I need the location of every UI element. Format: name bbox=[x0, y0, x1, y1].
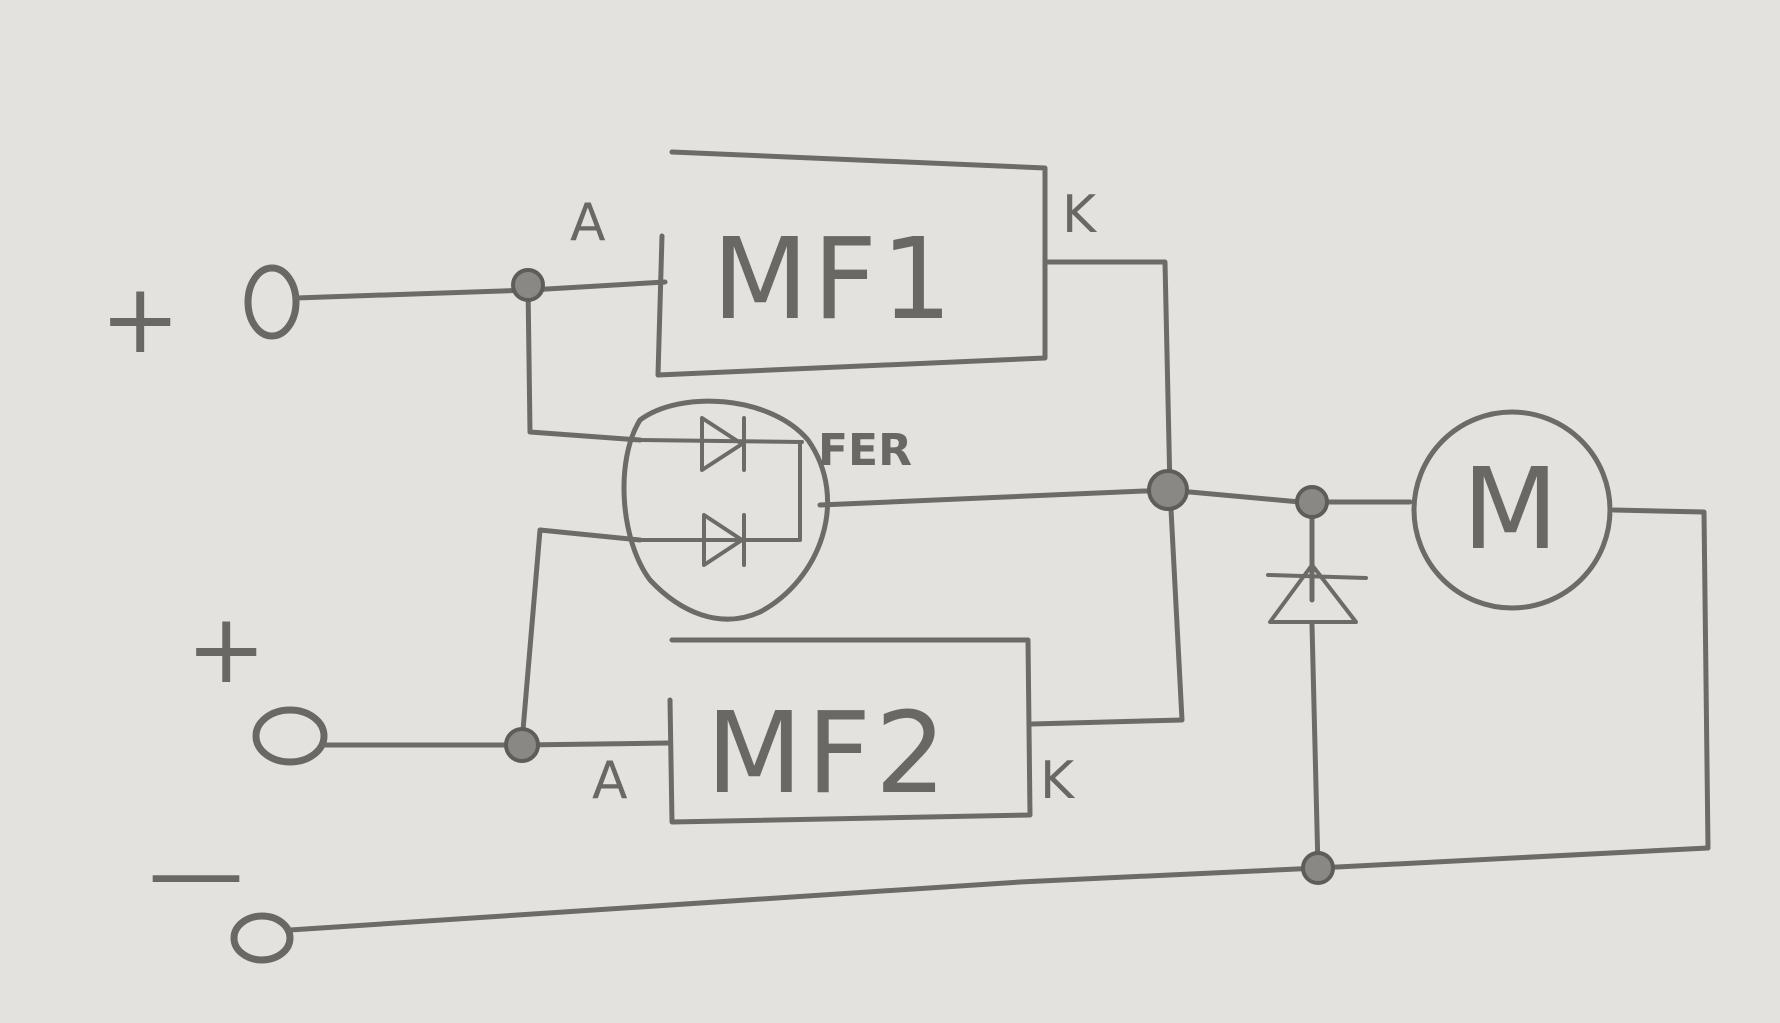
freewheel-diode-triangle bbox=[1268, 563, 1358, 624]
junction-node bbox=[1147, 469, 1189, 511]
junction-node bbox=[504, 727, 540, 763]
terminal-plus-2-sign: + bbox=[186, 593, 266, 705]
freewheel-diode-bar bbox=[1266, 573, 1368, 580]
wire-node-to-lower-diode bbox=[519, 527, 643, 745]
wire-diode-out-to-motor bbox=[817, 487, 1413, 508]
block-mf2-cathode-label: K bbox=[1040, 751, 1076, 811]
junction-nodes bbox=[504, 268, 1335, 885]
terminal-plus-2: + bbox=[186, 593, 328, 766]
block-mf2-anode-label: A bbox=[592, 751, 628, 811]
terminal-minus-sign: — bbox=[148, 816, 244, 928]
block-mf1-label: MF1 bbox=[712, 215, 956, 345]
motor-circle bbox=[1411, 409, 1613, 611]
upper-diode-triangle bbox=[700, 416, 744, 472]
terminal-plus-2-ring bbox=[252, 706, 328, 766]
diode-pair-fer: FER bbox=[621, 398, 912, 622]
wire-motor-return-ground bbox=[287, 507, 1711, 933]
terminal-plus-1-ring bbox=[244, 264, 300, 340]
wire-plus1-to-mf1-anode bbox=[293, 279, 668, 301]
terminal-plus-1-sign: + bbox=[100, 263, 180, 375]
junction-node bbox=[511, 268, 545, 302]
terminal-minus-ring bbox=[230, 912, 294, 964]
junction-node bbox=[1295, 485, 1329, 519]
motor: M bbox=[1411, 409, 1613, 611]
block-mf2: MF2 A K bbox=[592, 637, 1076, 825]
block-mf2-label: MF2 bbox=[706, 689, 950, 819]
motor-label: M bbox=[1462, 445, 1563, 575]
block-mf2-outline bbox=[667, 637, 1033, 825]
diode-pair-enclosure bbox=[621, 398, 831, 622]
wire-freewheel-to-ground bbox=[1309, 622, 1321, 871]
diode-pair-label: FER bbox=[818, 425, 912, 476]
block-mf1-cathode-label: K bbox=[1062, 185, 1098, 245]
lower-diode-triangle bbox=[702, 513, 744, 567]
junction-node bbox=[1301, 851, 1335, 885]
terminal-minus: — bbox=[148, 816, 294, 964]
block-mf1-outline bbox=[655, 149, 1048, 378]
wire-plus2-to-mf2-anode bbox=[321, 740, 671, 748]
block-mf1-anode-label: A bbox=[570, 193, 606, 253]
terminal-plus-1: + bbox=[100, 263, 300, 375]
block-mf1: MF1 A K bbox=[570, 149, 1098, 378]
freewheel-diode bbox=[1266, 563, 1368, 624]
upper-diode-wire bbox=[638, 438, 804, 444]
wire-node-to-upper-diode bbox=[525, 282, 643, 443]
